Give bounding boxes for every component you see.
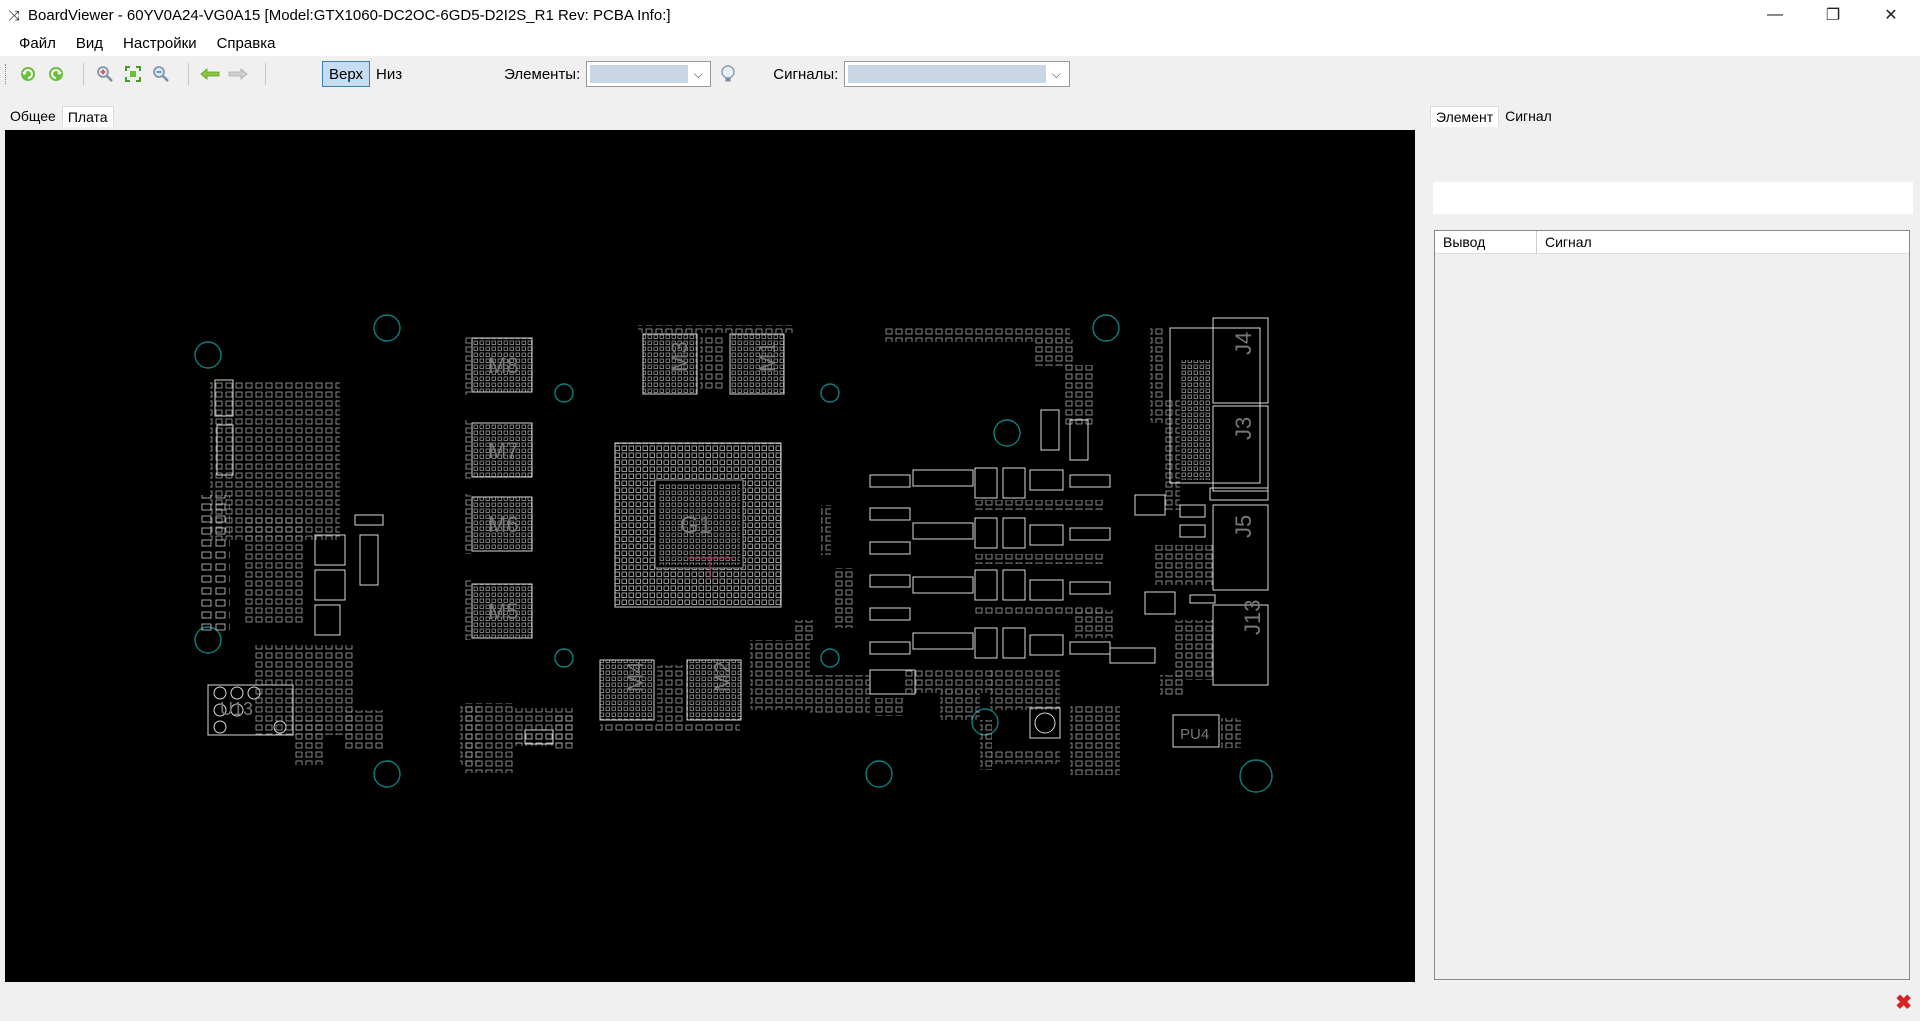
label-g1: G1: [680, 512, 712, 539]
tab-general[interactable]: Общее: [10, 108, 56, 124]
menu-view[interactable]: Вид: [75, 34, 104, 52]
label-m6: M6: [488, 512, 519, 537]
layer-bottom-button[interactable]: Низ: [376, 65, 403, 83]
pin-signal-list[interactable]: Вывод Сигнал: [1434, 230, 1910, 980]
app-icon: ⤨: [8, 7, 20, 23]
rotate-right-icon[interactable]: [45, 63, 67, 85]
label-pu4: PU4: [1180, 726, 1209, 743]
component-labels: M8 M7 M6 M5 M3 M1 M4 M2 G1 J4 J3 J5 J13 …: [220, 332, 1265, 743]
smd-cluster: [210, 380, 340, 540]
zoom-out-icon[interactable]: [150, 63, 172, 85]
minimize-button[interactable]: —: [1767, 6, 1783, 23]
toolbar: Верх Низ Элементы: ⌵ Сигналы: ⌵: [0, 56, 1920, 92]
forward-arrow-icon[interactable]: [227, 63, 249, 85]
board-drawing: M8 M7 M6 M5 M3 M1 M4 M2 G1 J4 J3 J5 J13 …: [194, 314, 1273, 793]
window-title: BoardViewer - 60YV0A24-VG0A15 [Model:GTX…: [28, 6, 671, 24]
label-j3: J3: [1231, 417, 1256, 440]
label-j4: J4: [1231, 332, 1256, 355]
window-controls: — ❐ ✕: [1746, 0, 1920, 30]
toolbar-separator: [265, 63, 266, 85]
board-canvas[interactable]: M8 M7 M6 M5 M3 M1 M4 M2 G1 J4 J3 J5 J13 …: [5, 130, 1415, 982]
restore-button[interactable]: ❐: [1825, 7, 1841, 24]
signals-combo[interactable]: ⌵: [844, 61, 1071, 87]
label-j13: J13: [1240, 600, 1265, 635]
signals-label: Сигналы:: [773, 65, 839, 83]
menu-help[interactable]: Справка: [216, 34, 276, 52]
elements-label: Элементы:: [504, 65, 581, 83]
label-u13: U13: [220, 699, 253, 719]
status-bar: ✖: [0, 989, 1920, 1021]
info-tabs: Элемент Сигнал: [1430, 105, 1558, 127]
column-signal[interactable]: Сигнал: [1545, 234, 1592, 250]
chevron-down-icon[interactable]: ⌵: [1051, 66, 1061, 81]
title-bar: ⤨ BoardViewer - 60YV0A24-VG0A15 [Model:G…: [0, 0, 1920, 30]
zoom-in-icon[interactable]: [94, 63, 116, 85]
layer-top-button[interactable]: Верх: [322, 61, 371, 87]
close-button[interactable]: ✕: [1884, 7, 1898, 24]
label-m2: M2: [710, 661, 735, 692]
toolbar-grip[interactable]: [5, 64, 9, 84]
label-m7: M7: [488, 438, 519, 463]
fit-board-icon[interactable]: [122, 63, 144, 85]
label-m8: M8: [488, 353, 519, 378]
toolbar-separator: [83, 63, 84, 85]
mounting-holes: [194, 314, 1273, 793]
menu-settings[interactable]: Настройки: [123, 34, 197, 52]
tab-element[interactable]: Элемент: [1430, 106, 1500, 127]
tab-signal[interactable]: Сигнал: [1505, 108, 1552, 124]
label-j5: J5: [1231, 515, 1256, 538]
toolbar-separator: [188, 63, 189, 85]
close-icon[interactable]: ✖: [1895, 992, 1912, 1014]
rotate-left-icon[interactable]: [17, 63, 39, 85]
view-tabs: Общее Плата: [4, 105, 114, 127]
menu-bar: Файл Вид Настройки Справка: [0, 30, 1920, 56]
lightbulb-icon[interactable]: [717, 63, 739, 85]
pin-list-header: Вывод Сигнал: [1435, 231, 1909, 254]
column-pin[interactable]: Вывод: [1435, 231, 1537, 253]
chevron-down-icon[interactable]: ⌵: [693, 66, 703, 81]
label-m3: M3: [667, 341, 692, 372]
label-m4: M4: [623, 661, 648, 692]
menu-file[interactable]: Файл: [19, 34, 56, 52]
element-info-field[interactable]: [1433, 182, 1913, 214]
tab-board[interactable]: Плата: [61, 106, 114, 127]
elements-combo[interactable]: ⌵: [586, 61, 712, 87]
label-m5: M5: [488, 599, 519, 624]
label-m1: M1: [755, 341, 780, 372]
back-arrow-icon[interactable]: [199, 63, 221, 85]
